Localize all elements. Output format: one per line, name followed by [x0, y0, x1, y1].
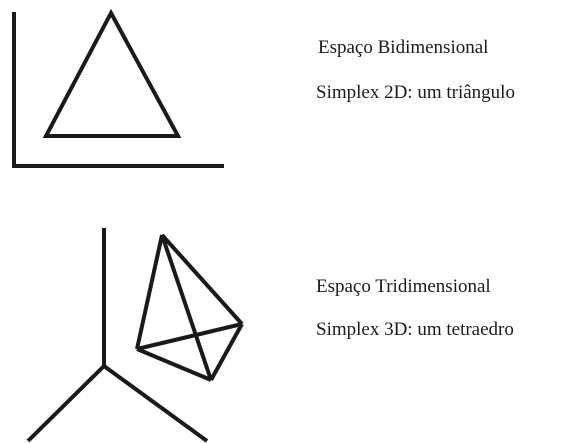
axis-3d-left: [26, 364, 106, 443]
tetra-edge-top-bottom: [160, 234, 213, 381]
axes-3d: [26, 228, 209, 443]
tetra-edge-right-bottom: [209, 323, 244, 381]
tetra-edge-top-left: [135, 234, 164, 350]
tetra-edge-top-right: [160, 233, 244, 326]
panel-2d-title: Espaço Bidimensional: [318, 37, 489, 58]
panel-3d-subtitle: Simplex 3D: um tetraedro: [316, 319, 514, 340]
panel-2d-subtitle: Simplex 2D: um triângulo: [316, 82, 515, 103]
axes-2d: [12, 12, 224, 168]
tetra-edge-left-bottom: [136, 347, 212, 382]
panel-3d-title: Espaço Tridimensional: [316, 276, 491, 297]
axis-3d-right: [102, 364, 209, 443]
triangle-2d: [42, 8, 182, 138]
tetra-edge-left-right: [136, 322, 243, 351]
tetrahedron-3d: [135, 233, 244, 382]
